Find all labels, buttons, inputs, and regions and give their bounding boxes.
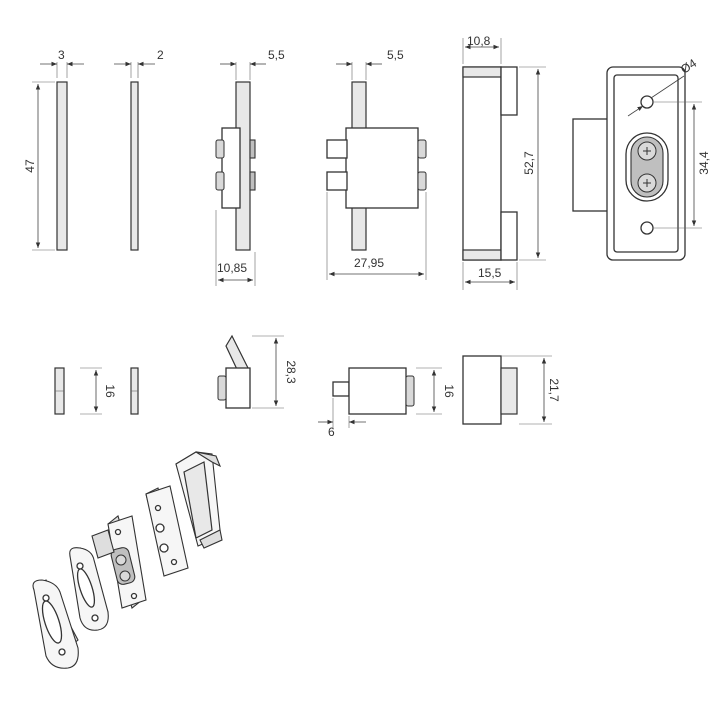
- screw-head-2: [215, 171, 225, 191]
- small-pin-body: [348, 367, 407, 415]
- dim-height-body: 52,7: [522, 151, 536, 175]
- small-housing-body: [462, 355, 502, 425]
- view-side-a: 5,5 10,85: [215, 48, 285, 286]
- housing-front-side: [572, 118, 614, 212]
- dim-thk-plate1: 3: [58, 48, 65, 62]
- pin-1: [326, 139, 348, 159]
- dim-depth-b: 27,95: [354, 256, 384, 270]
- view-small-latch: 28,3: [217, 334, 298, 409]
- screw-head-1: [215, 139, 225, 159]
- housing-bottom-flange: [462, 249, 502, 261]
- side-b-screw-2: [417, 171, 427, 191]
- housing-side-body: [462, 66, 502, 261]
- small-pin-screw: [405, 375, 415, 407]
- plate-2mm: [130, 81, 139, 251]
- dim-small-h3: 16: [442, 384, 456, 398]
- mount-hole-bottom: [640, 221, 654, 235]
- dim-small-w: 6: [328, 425, 335, 439]
- view-plate-3mm: 3 47: [23, 48, 84, 251]
- dim-hole-spacing: 34,4: [697, 151, 711, 175]
- latch-knob: [217, 375, 227, 401]
- view-plate-2mm: 2: [114, 48, 164, 251]
- dim-depth-a: 10,85: [217, 261, 247, 275]
- exploded-isometric-view: [32, 451, 223, 669]
- plate-3mm: [56, 81, 68, 251]
- dim-small-h4: 21,7: [547, 378, 561, 402]
- side-b-body: [345, 127, 419, 209]
- housing-top-flange: [462, 66, 502, 78]
- dim-height-plate: 47: [23, 159, 37, 173]
- small-housing-lug: [500, 367, 518, 415]
- dim-thk-plate2: 2: [157, 48, 164, 62]
- small-pin: [332, 381, 350, 397]
- dim-small-h1: 16: [103, 384, 117, 398]
- dim-depth-c: 15,5: [478, 266, 502, 280]
- view-small-housing: 21,7: [462, 355, 561, 425]
- iso-body: [145, 485, 189, 577]
- side-a-body: [221, 127, 241, 209]
- dim-thk-b: 5,5: [387, 48, 404, 62]
- view-housing-front: 34,4 Ø4: [572, 56, 711, 261]
- side-a-nub-2: [249, 171, 256, 191]
- housing-lug-bottom: [500, 211, 518, 261]
- dim-small-h2: 28,3: [284, 360, 298, 384]
- view-small-pin: 6 16: [318, 367, 456, 439]
- side-b-screw-1: [417, 139, 427, 159]
- view-small-plates: 16: [54, 367, 139, 415]
- side-a-nub-1: [249, 139, 256, 159]
- latch-body: [225, 367, 251, 409]
- view-housing-side: 10,8 52,7 15,5: [462, 34, 546, 290]
- housing-lug-top: [500, 66, 518, 116]
- dim-width-top: 10,8: [467, 34, 491, 48]
- dim-thk-a: 5,5: [268, 48, 285, 62]
- pin-2: [326, 171, 348, 191]
- view-side-b: 5,5 27,95: [326, 48, 427, 280]
